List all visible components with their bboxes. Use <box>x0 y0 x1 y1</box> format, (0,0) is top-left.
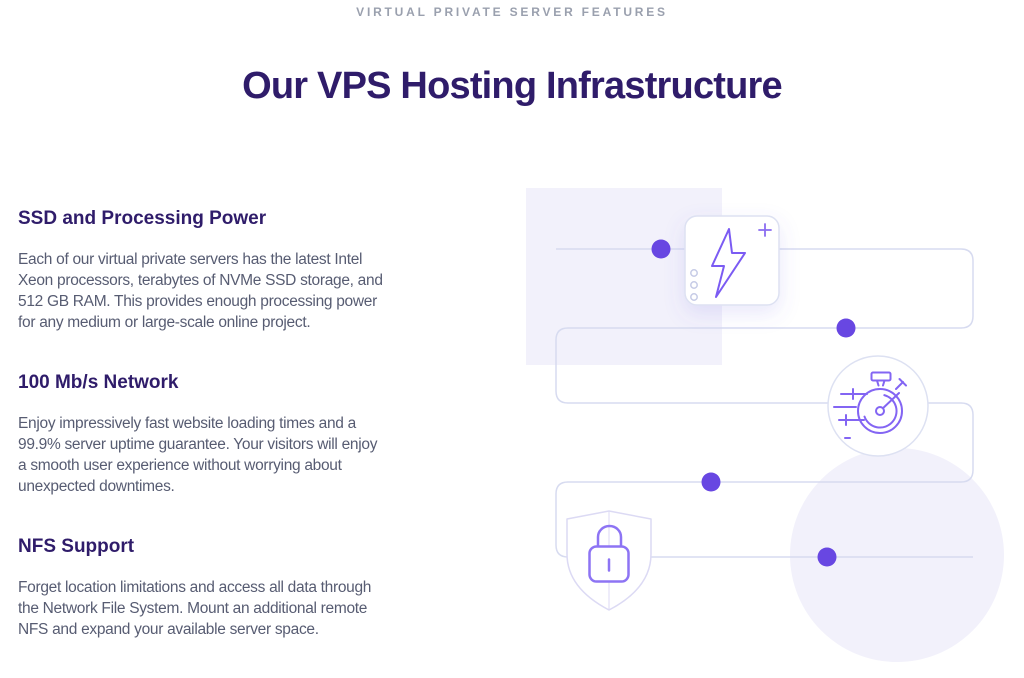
feature-body: Each of our virtual private servers has … <box>18 251 383 331</box>
connector-dot <box>651 239 671 259</box>
connector-dot <box>817 547 837 567</box>
section-eyebrow: VIRTUAL PRIVATE SERVER FEATURES <box>356 5 668 19</box>
feature-heading: SSD and Processing Power <box>18 208 267 229</box>
feature-list: SSD and Processing Power Each of our vir… <box>18 207 488 678</box>
feature-nfs-support: NFS Support Forget location limitations … <box>18 535 488 640</box>
connector-dot <box>701 472 721 492</box>
feature-body: Forget location limitations and access a… <box>18 579 372 638</box>
shield-lock-icon <box>566 510 652 611</box>
background-circle <box>790 448 1004 662</box>
vps-infrastructure-illustration <box>505 180 1024 665</box>
padlock <box>588 524 630 583</box>
feature-body: Enjoy impressively fast website loading … <box>18 415 378 495</box>
lightning-card-icon <box>684 215 780 306</box>
card-port-dots <box>690 269 698 301</box>
lightning-bolt <box>711 228 746 298</box>
feature-heading: NFS Support <box>18 536 135 557</box>
connector-dot <box>836 318 856 338</box>
feature-ssd-processing-power: SSD and Processing Power Each of our vir… <box>18 207 488 333</box>
stopwatch-icon <box>827 355 929 457</box>
feature-network: 100 Mb/s Network Enjoy impressively fast… <box>18 371 488 497</box>
page-title: Our VPS Hosting Infrastructure <box>242 65 783 108</box>
connector-path <box>555 248 974 558</box>
feature-heading: 100 Mb/s Network <box>18 372 179 393</box>
plus-icon <box>758 223 772 237</box>
